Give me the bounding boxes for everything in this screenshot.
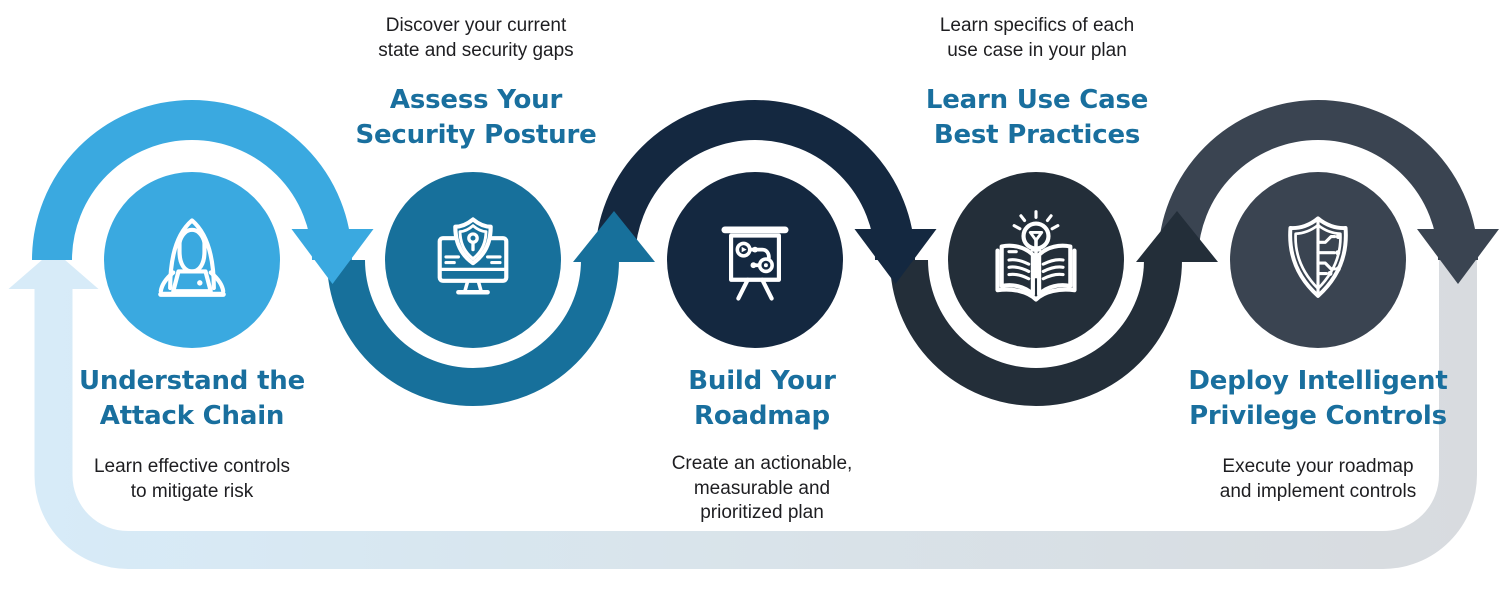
- title-line: Roadmap: [694, 401, 830, 431]
- shield-circuit-icon: [1288, 216, 1348, 298]
- title-line: Understand the: [78, 366, 306, 396]
- caption-line: Discover your current: [385, 15, 567, 36]
- step-2-caption: Discover your current state and security…: [311, 14, 641, 63]
- step-5-title: Deploy Intelligent Privilege Controls: [1153, 364, 1483, 434]
- arrow-up-4: [1136, 211, 1218, 262]
- arrow-up-2: [573, 211, 655, 262]
- step-3-badge: [667, 172, 843, 348]
- arrow-down-3: [854, 229, 937, 284]
- description-line: prioritized plan: [700, 502, 824, 523]
- step-3-title: Build Your Roadmap: [597, 364, 927, 434]
- title-line: Security Posture: [355, 120, 597, 150]
- step-5-description: Execute your roadmap and implement contr…: [1153, 455, 1483, 504]
- caption-line: Learn specifics of each: [939, 15, 1135, 36]
- step-2-badge: [385, 172, 561, 348]
- title-line: Best Practices: [933, 120, 1141, 150]
- arrow-down-1: [291, 229, 374, 284]
- caption-line: use case in your plan: [947, 39, 1127, 61]
- description-line: measurable and: [693, 477, 831, 499]
- arc-step-1: [32, 100, 352, 261]
- title-line: Learn Use Case: [925, 85, 1149, 115]
- arrow-down-5: [1417, 229, 1499, 284]
- title-line: Attack Chain: [99, 401, 285, 431]
- description-line: Create an actionable,: [671, 453, 853, 474]
- description-line: to mitigate risk: [130, 480, 254, 502]
- step-3-description: Create an actionable, measurable and pri…: [597, 452, 927, 526]
- hacker-laptop-icon: [158, 218, 226, 297]
- caption-line: state and security gaps: [378, 39, 574, 61]
- step-4-caption: Learn specifics of each use case in your…: [872, 14, 1202, 63]
- step-4-title: Learn Use Case Best Practices: [872, 83, 1202, 153]
- return-loop-up-arrow: [8, 250, 99, 289]
- step-1-description: Learn effective controls to mitigate ris…: [27, 455, 357, 504]
- title-line: Build Your: [688, 366, 836, 396]
- arc-step-4: [890, 259, 1182, 406]
- presentation-roadmap-icon: [721, 226, 789, 301]
- title-line: Privilege Controls: [1189, 401, 1447, 431]
- description-line: and implement controls: [1219, 480, 1417, 502]
- title-line: Assess Your: [389, 85, 563, 115]
- arc-step-2: [327, 259, 619, 406]
- arc-step-5: [1158, 100, 1478, 261]
- book-lightbulb-icon: [995, 210, 1077, 302]
- return-loop-band: [34, 243, 1477, 569]
- arc-step-3: [595, 100, 915, 261]
- description-line: Learn effective controls: [93, 456, 291, 477]
- step-1-badge: [104, 172, 280, 348]
- description-line: Execute your roadmap: [1222, 456, 1414, 477]
- step-4-badge: [948, 172, 1124, 348]
- step-5-badge: [1230, 172, 1406, 348]
- step-1-title: Understand the Attack Chain: [27, 364, 357, 434]
- step-2-title: Assess Your Security Posture: [311, 83, 641, 153]
- monitor-shield-icon: [437, 217, 509, 295]
- title-line: Deploy Intelligent: [1188, 366, 1448, 396]
